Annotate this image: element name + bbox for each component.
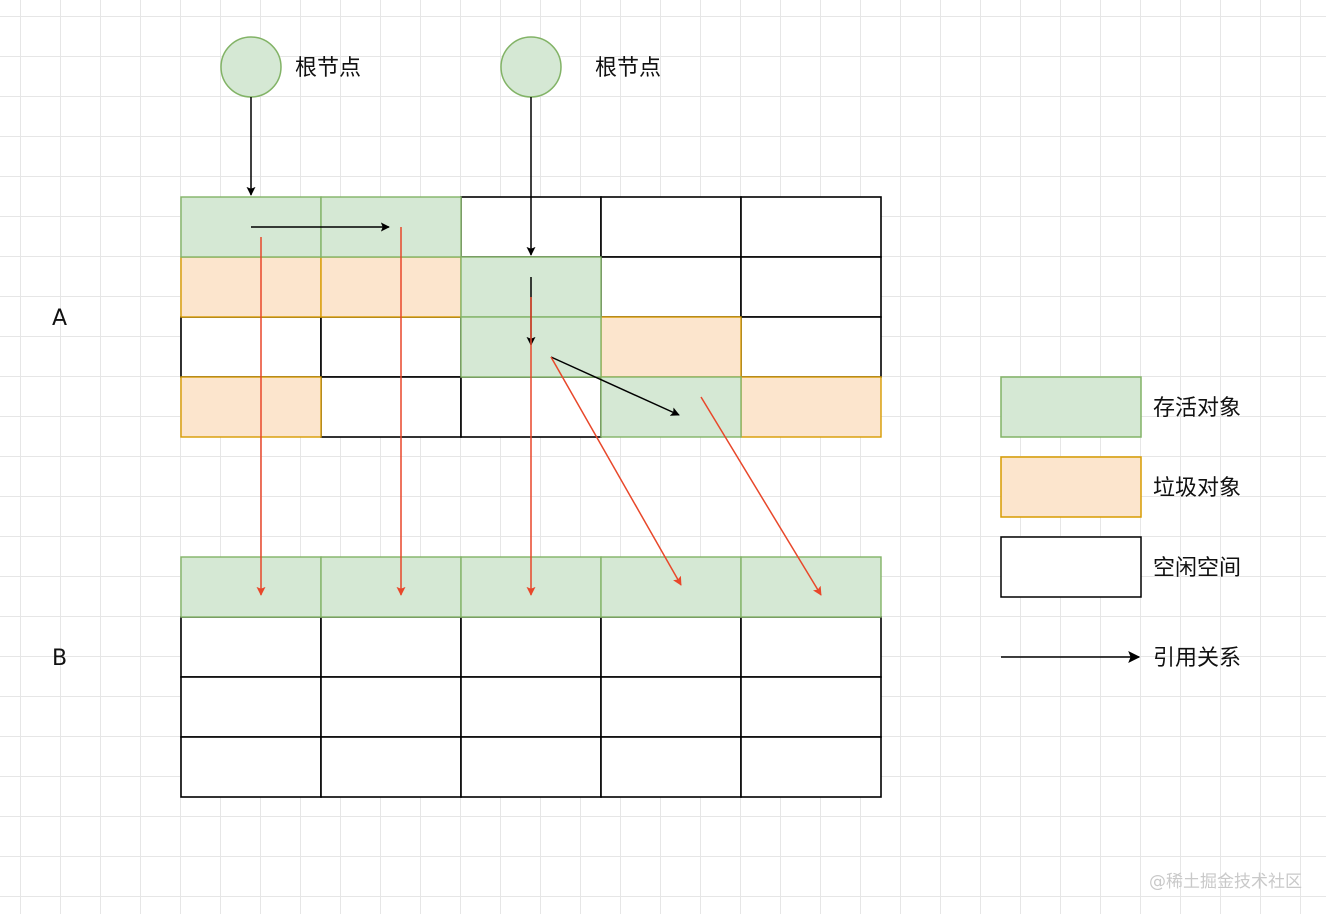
legend-free-swatch [1000,536,1142,598]
region-a-cell-garbage [740,376,882,438]
root-node-2 [500,36,562,98]
region-b-cell-free [180,616,322,678]
region-b-cell-free [320,676,462,738]
region-b-cell-free [600,676,742,738]
region-b-cell-free [460,676,602,738]
region-b-cell-free [320,736,462,798]
region-a-cell-free [740,196,882,258]
region-a-cell-free [180,316,322,378]
root-node-1-label: 根节点 [295,56,361,81]
region-a-cell-free [320,316,462,378]
legend-live-swatch [1000,376,1142,438]
watermark: @稀土掘金技术社区 [1149,872,1302,892]
reference-arrows [246,97,680,416]
region-a-cell-live [600,376,742,438]
region-b-cell-live [180,556,322,618]
root-node-1 [220,36,282,98]
region-b-label: B [52,646,67,671]
region-b-cell-free [320,616,462,678]
region-a-cell-garbage [180,376,322,438]
legend-garbage-swatch [1000,456,1142,518]
region-b-cell-free [740,736,882,798]
region-b-cell-free [180,676,322,738]
legend-garbage-label: 垃圾对象 [1153,476,1241,501]
region-b-cell-free [600,616,742,678]
region-a-label: A [52,306,67,331]
region-a-cell-free [600,256,742,318]
region-b-cell-live [740,556,882,618]
region-a-cell-free [740,256,882,318]
region-b-cell-live [320,556,462,618]
legend-live-label: 存活对象 [1153,396,1241,421]
legend: 存活对象 垃圾对象 空闲空间 引用关系 [1000,376,1241,671]
region-b-cell-free [180,736,322,798]
root-node-2-label: 根节点 [595,56,661,81]
region-a-cell-free [320,376,462,438]
copy-arrow-5 [700,396,822,596]
region-b-cell-free [460,616,602,678]
region-b-cell-free [460,736,602,798]
region-a-cell-garbage [180,256,322,318]
copy-arrows [256,227,822,596]
legend-reference-label: 引用关系 [1153,646,1241,671]
region-a-cell-garbage [600,316,742,378]
legend-free-label: 空闲空间 [1153,556,1241,581]
region-a-cell-garbage [320,256,462,318]
region-a-cell-free [600,196,742,258]
a22-to-a33-reference-arrow [550,356,680,416]
memory-region-a [180,196,882,438]
region-a-cell-free [740,316,882,378]
copy-arrow-4 [550,356,682,586]
region-b-cell-free [740,616,882,678]
region-b-cell-free [740,676,882,738]
region-b-cell-free [600,736,742,798]
